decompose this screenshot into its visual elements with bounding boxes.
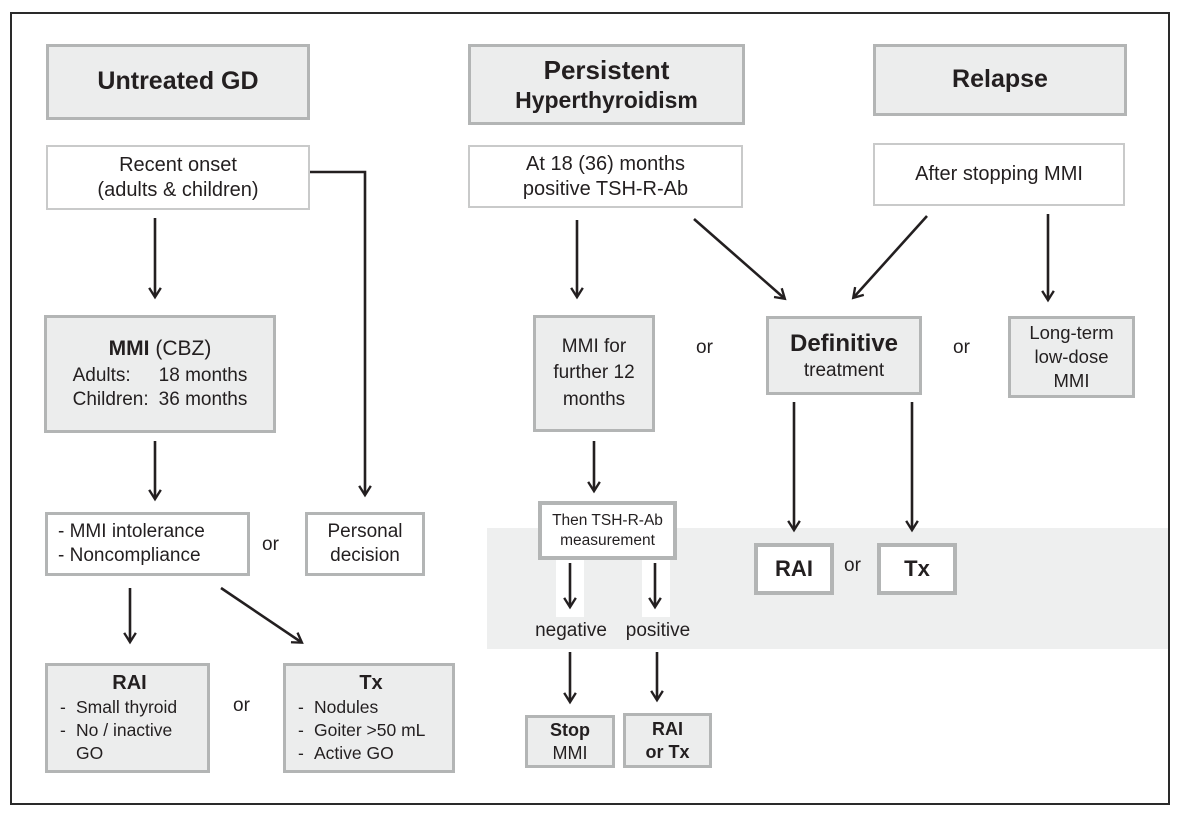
- rai-item: -No / inactive: [60, 720, 173, 741]
- mmi-further-12-months-box: MMI for further 12 months: [533, 315, 655, 432]
- rai-item: -Small thyroid: [60, 697, 178, 718]
- mmi-cbz-box: MMI (CBZ) Adults: 18 months Children: 36…: [44, 315, 276, 433]
- mmi-intolerance-line: - MMI intolerance: [58, 521, 205, 543]
- or-label: or: [696, 337, 713, 358]
- bullet: -: [60, 720, 66, 741]
- relapse-label: Relapse: [952, 65, 1048, 94]
- cbz-suffix: (CBZ): [149, 337, 212, 361]
- negative-label: negative: [535, 620, 607, 641]
- long-term-low-dose-mmi-box: Long-term low-dose MMI: [1008, 316, 1135, 398]
- children-label: Children:: [72, 389, 149, 411]
- recent-onset-box: Recent onset (adults & children): [46, 145, 310, 210]
- recent-onset-line1: Recent onset: [119, 153, 237, 176]
- mmi-intolerance-box: - MMI intolerance - Noncompliance: [45, 512, 250, 576]
- rai-title: RAI: [112, 672, 147, 695]
- untreated-gd-label: Untreated GD: [97, 67, 259, 96]
- children-value: 36 months: [158, 389, 248, 411]
- untreated-gd-header: Untreated GD: [46, 44, 310, 120]
- personal-decision-box: Personal decision: [305, 512, 425, 576]
- stop-line: Stop: [550, 720, 590, 740]
- bullet: -: [298, 720, 304, 741]
- persistent-line2: Hyperthyroidism: [515, 87, 698, 114]
- positive-label: positive: [625, 620, 691, 641]
- rai-band-box: RAI: [754, 543, 834, 595]
- then-tsh-measurement-box: Then TSH-R-Ab measurement: [538, 501, 677, 560]
- arrow-backdrop: [556, 559, 584, 617]
- at18-line2: positive TSH-R-Ab: [522, 177, 689, 200]
- at-18-months-box: At 18 (36) months positive TSH-R-Ab: [468, 145, 743, 208]
- bullet: -: [298, 742, 304, 763]
- arrow-backdrop: [642, 559, 670, 617]
- or-label: or: [844, 555, 861, 576]
- rai-option-box: RAI -Small thyroid -No / inactive GO: [45, 663, 210, 773]
- tx-item: -Nodules: [298, 697, 379, 718]
- personal-line1: Personal: [327, 521, 403, 543]
- adults-value: 18 months: [158, 365, 248, 387]
- at18-line1: At 18 (36) months: [526, 152, 685, 175]
- stop-mmi-line: MMI: [552, 742, 588, 763]
- bullet: -: [298, 697, 304, 718]
- bullet: -: [60, 697, 66, 718]
- tx-option-box: Tx -Nodules -Goiter >50 mL -Active GO: [283, 663, 455, 773]
- after-stopping-mmi-box: After stopping MMI: [873, 143, 1125, 206]
- or-label: or: [953, 337, 970, 358]
- persistent-hyperthyroidism-header: Persistent Hyperthyroidism: [468, 44, 745, 125]
- relapse-header: Relapse: [873, 44, 1127, 116]
- mmi-cbz-title: MMI (CBZ): [109, 336, 212, 362]
- mmi-duration-table: Adults: 18 months Children: 36 months: [73, 364, 248, 412]
- adults-label: Adults:: [72, 365, 131, 387]
- rai-item-continued: GO: [76, 742, 104, 763]
- tx-item: -Goiter >50 mL: [298, 720, 426, 741]
- stop-mmi-box: Stop MMI: [525, 715, 615, 768]
- personal-line2: decision: [330, 545, 400, 566]
- definitive-treatment-box: Definitive treatment: [766, 316, 922, 395]
- persistent-line1: Persistent: [543, 54, 670, 85]
- rai-or-tx-box: RAI or Tx: [623, 713, 712, 768]
- mmi-title: MMI: [108, 337, 150, 361]
- definitive-line2: treatment: [803, 359, 885, 381]
- or-label: or: [233, 695, 250, 716]
- noncompliance-line: - Noncompliance: [58, 545, 201, 566]
- recent-onset-line2: (adults & children): [97, 178, 259, 201]
- or-label: or: [262, 534, 279, 555]
- tx-item: -Active GO: [298, 742, 394, 763]
- definitive-line1: Definitive: [789, 329, 899, 357]
- tx-band-box: Tx: [877, 543, 957, 595]
- figure-border: [10, 12, 1170, 805]
- tx-title: Tx: [359, 672, 383, 695]
